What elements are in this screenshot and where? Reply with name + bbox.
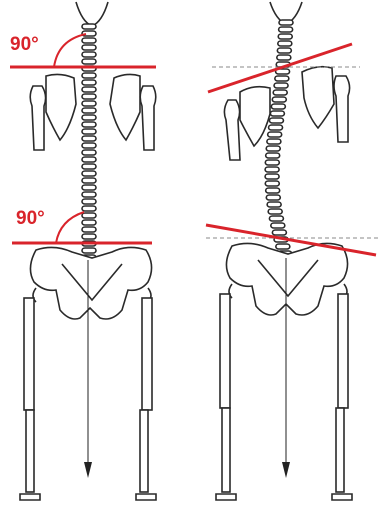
vertebra <box>82 101 96 106</box>
vertebra <box>274 83 288 88</box>
vertebra <box>278 34 292 39</box>
vertebra <box>82 199 96 204</box>
vertebra <box>82 227 96 232</box>
scoliosis-right-leg <box>332 294 352 500</box>
vertebra <box>82 220 96 225</box>
vertebra <box>82 24 96 29</box>
vertebra <box>82 108 96 113</box>
normal-skull-base <box>76 2 108 26</box>
normal-plumb-bob <box>84 462 92 478</box>
vertebra <box>266 195 280 200</box>
vertebra <box>82 171 96 176</box>
vertebra <box>275 76 289 81</box>
vertebra <box>82 129 96 134</box>
normal-left-leg <box>20 298 40 500</box>
vertebra <box>268 132 282 137</box>
normal-spine <box>82 24 96 260</box>
vertebra <box>82 80 96 85</box>
vertebra <box>265 174 279 179</box>
scoliosis-left-shoulder <box>224 87 270 160</box>
vertebra <box>272 230 286 235</box>
vertebra <box>269 125 283 130</box>
vertebra <box>265 181 279 186</box>
vertebra <box>271 104 285 109</box>
vertebra <box>277 55 291 60</box>
curved-spine <box>265 20 293 256</box>
vertebra <box>271 223 285 228</box>
scoliosis-pelvis <box>226 243 347 315</box>
vertebra <box>266 153 280 158</box>
vertebra <box>279 20 293 25</box>
normal-skeleton-figure: 90° 90° <box>10 2 156 500</box>
vertebra <box>276 244 290 249</box>
vertebra <box>277 48 291 53</box>
vertebra <box>267 202 281 207</box>
vertebra <box>82 143 96 148</box>
normal-pelvis-angle-label: 90° <box>16 208 45 229</box>
vertebra <box>269 216 283 221</box>
vertebra <box>278 41 292 46</box>
vertebra <box>82 234 96 239</box>
normal-shoulder-angle-label: 90° <box>10 34 39 55</box>
vertebra <box>82 52 96 57</box>
normal-left-shoulder <box>30 74 76 150</box>
vertebra <box>265 160 279 165</box>
vertebra <box>82 248 96 253</box>
normal-right-shoulder <box>110 74 156 150</box>
vertebra <box>266 146 280 151</box>
vertebra <box>266 188 280 193</box>
vertebra <box>82 157 96 162</box>
vertebra <box>279 27 293 32</box>
scoliosis-left-leg <box>216 294 236 500</box>
normal-right-leg <box>136 298 156 500</box>
vertebra <box>82 59 96 64</box>
vertebra <box>82 178 96 183</box>
scoliosis-plumb-bob <box>282 462 290 478</box>
vertebra <box>82 192 96 197</box>
vertebra <box>82 185 96 190</box>
vertebra <box>269 118 283 123</box>
vertebra <box>265 167 279 172</box>
vertebra <box>82 136 96 141</box>
vertebra <box>82 206 96 211</box>
vertebra <box>82 38 96 43</box>
scoliosis-skeleton-figure <box>206 2 380 500</box>
vertebra <box>82 87 96 92</box>
vertebra <box>270 111 284 116</box>
vertebra <box>82 94 96 99</box>
vertebra <box>82 122 96 127</box>
scoliosis-right-shoulder <box>302 67 350 142</box>
vertebra <box>82 73 96 78</box>
vertebra <box>82 150 96 155</box>
vertebra <box>273 90 287 95</box>
vertebra <box>267 139 281 144</box>
vertebra <box>268 209 282 214</box>
vertebra <box>82 164 96 169</box>
normal-pelvis <box>30 247 151 319</box>
vertebra <box>82 45 96 50</box>
vertebra <box>272 97 286 102</box>
vertebra <box>82 213 96 218</box>
vertebra <box>82 115 96 120</box>
